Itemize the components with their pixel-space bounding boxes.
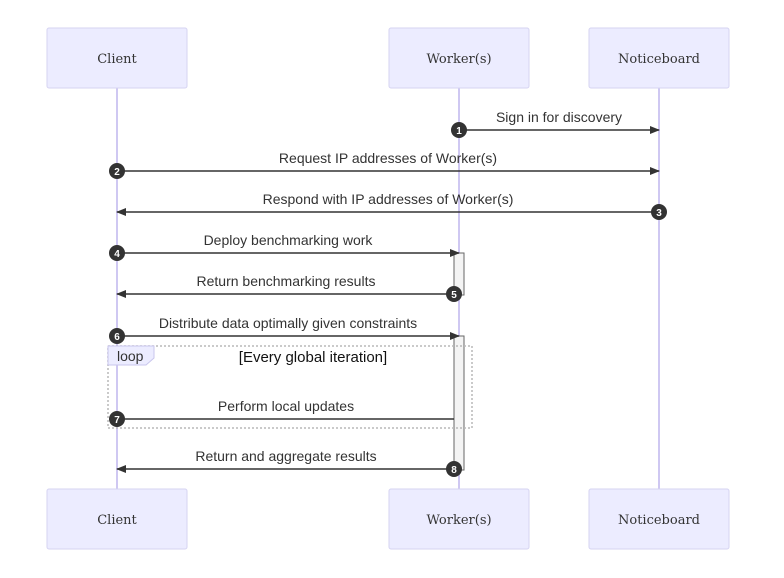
actor-client-bottom: Client: [46, 488, 188, 550]
message-label: Return and aggregate results: [195, 448, 376, 464]
sequence-number: 6: [114, 332, 120, 343]
message-5: Return benchmarking results 5: [116, 273, 462, 302]
activation-worker-2: [453, 335, 465, 471]
loop-condition: [Every global iteration]: [239, 349, 387, 366]
actor-label: Noticeboard: [618, 52, 700, 67]
sequence-number: 2: [114, 167, 120, 178]
actor-label: Worker(s): [426, 52, 491, 67]
sequence-number: 8: [451, 465, 457, 476]
sequence-number: 7: [114, 415, 120, 426]
message-6: Distribute data optimally given constrai…: [109, 315, 460, 344]
actor-noticeboard-top: Noticeboard: [588, 27, 730, 89]
sequence-number-badge: [446, 461, 462, 477]
message-3: Respond with IP addresses of Worker(s) 3: [116, 191, 667, 220]
sequence-number: 1: [456, 126, 462, 137]
message-label: Sign in for discovery: [496, 109, 622, 125]
loop-frame: loop [Every global iteration]: [107, 345, 473, 429]
sequence-number: 4: [114, 249, 120, 260]
actor-label: Worker(s): [426, 513, 491, 528]
sequence-number-badge: [651, 204, 667, 220]
sequence-number-badge: [451, 122, 467, 138]
actor-noticeboard-bottom: Noticeboard: [588, 488, 730, 550]
sequence-number-badge: [109, 328, 125, 344]
sequence-number-badge: [446, 286, 462, 302]
message-label: Respond with IP addresses of Worker(s): [263, 191, 514, 207]
actor-label: Client: [97, 513, 137, 528]
actor-label: Noticeboard: [618, 513, 700, 528]
message-4: Deploy benchmarking work 4: [109, 232, 460, 261]
message-label: Request IP addresses of Worker(s): [279, 150, 497, 166]
message-label: Return benchmarking results: [197, 273, 376, 289]
loop-label: loop: [117, 348, 144, 364]
message-7: Perform local updates 7: [109, 398, 454, 427]
actor-worker-top: Worker(s): [388, 27, 530, 89]
sequence-number: 3: [656, 208, 662, 219]
message-label: Distribute data optimally given constrai…: [159, 315, 417, 331]
message-8: Return and aggregate results 8: [116, 448, 462, 477]
actor-worker-bottom: Worker(s): [388, 488, 530, 550]
sequence-number-badge: [109, 411, 125, 427]
sequence-number: 5: [451, 290, 457, 301]
message-1: Sign in for discovery 1: [451, 109, 660, 138]
actor-label: Client: [97, 52, 137, 67]
message-label: Perform local updates: [218, 398, 354, 414]
actor-client-top: Client: [46, 27, 188, 89]
message-2: Request IP addresses of Worker(s) 2: [109, 150, 660, 179]
sequence-number-badge: [109, 245, 125, 261]
sequence-number-badge: [109, 163, 125, 179]
message-label: Deploy benchmarking work: [204, 232, 374, 248]
